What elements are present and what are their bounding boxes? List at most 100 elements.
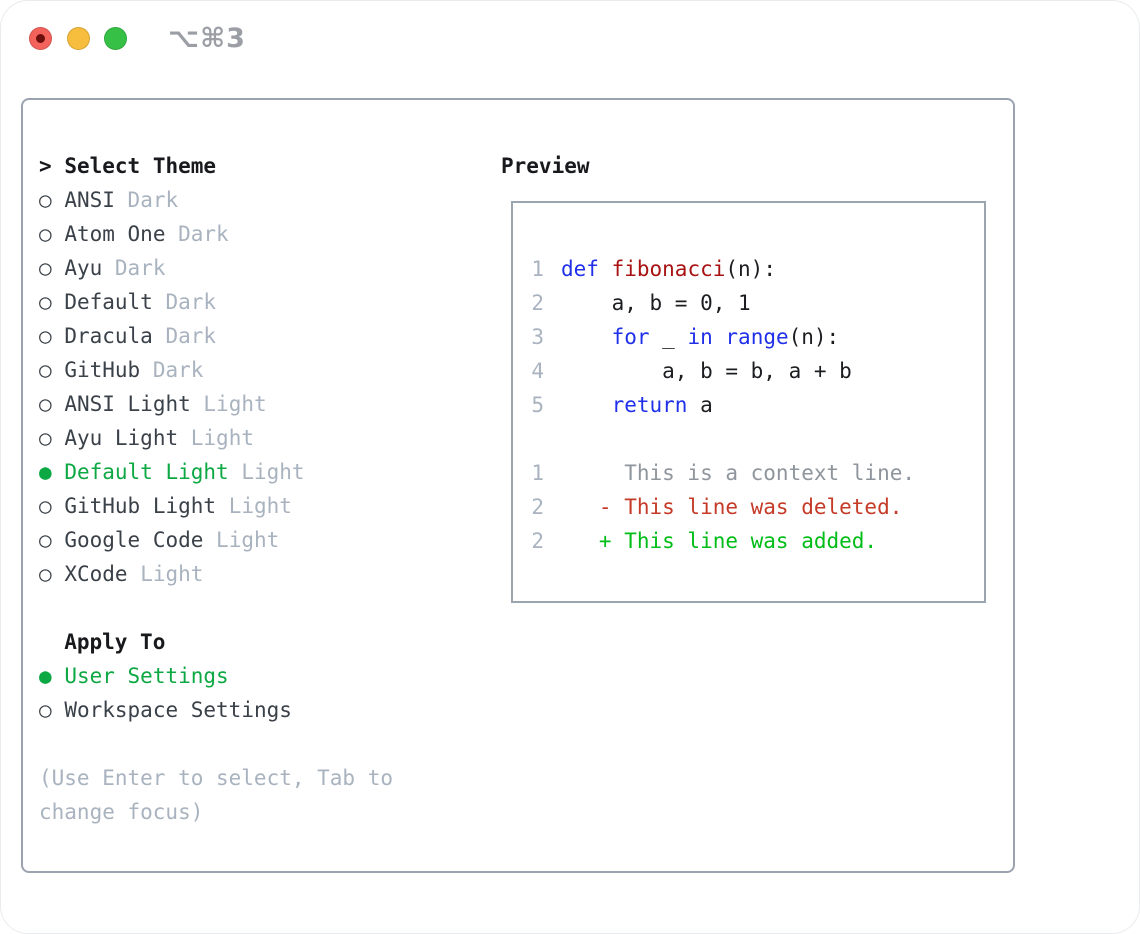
diff-deleted-line: 2 - This line was deleted.	[513, 490, 984, 524]
line-content: a, b = b, a + b	[561, 359, 852, 383]
keyboard-shortcut-label: ⌥⌘3	[168, 23, 246, 54]
radio-unselected-icon: ○	[39, 698, 52, 722]
theme-option-google-code[interactable]: ○ Google Code Light	[39, 523, 479, 557]
line-number: 1	[531, 257, 544, 281]
radio-unselected-icon: ○	[39, 562, 52, 586]
radio-unselected-icon: ○	[39, 392, 52, 416]
radio-unselected-icon: ○	[39, 494, 52, 518]
theme-variant-tag: Light	[228, 494, 292, 518]
radio-unselected-icon: ○	[39, 256, 52, 280]
line-number: 2	[531, 291, 544, 315]
theme-option-default-light[interactable]: ● Default Light Light	[39, 455, 479, 489]
unsaved-dot-icon	[36, 34, 45, 43]
theme-name: Default Light	[64, 460, 229, 484]
minimize-button[interactable]	[67, 27, 90, 50]
theme-variant-tag: Dark	[114, 256, 166, 280]
line-number: 5	[531, 393, 544, 417]
line-content: return a	[611, 393, 713, 417]
radio-selected-icon: ●	[39, 460, 52, 484]
theme-variant-tag: Dark	[165, 324, 217, 348]
theme-option-dracula[interactable]: ○ Dracula Dark	[39, 319, 479, 353]
theme-option-github-light[interactable]: ○ GitHub Light Light	[39, 489, 479, 523]
apply-option-workspace-settings[interactable]: ○ Workspace Settings	[39, 693, 479, 727]
theme-name: Dracula	[64, 324, 153, 348]
theme-variant-tag: Dark	[152, 358, 204, 382]
apply-to-header: Apply To	[64, 630, 166, 654]
line-content: - This line was deleted.	[561, 495, 903, 519]
theme-name: Google Code	[64, 528, 204, 552]
apply-option-label: User Settings	[64, 664, 229, 688]
radio-unselected-icon: ○	[39, 222, 52, 246]
radio-selected-icon: ●	[39, 664, 52, 688]
theme-option-ansi-light[interactable]: ○ ANSI Light Light	[39, 387, 479, 421]
line-content: + This line was added.	[561, 529, 878, 553]
theme-name: GitHub	[64, 358, 141, 382]
theme-name: Ayu Light	[64, 426, 179, 450]
theme-selection-column: > Select Theme ○ ANSI Dark○ Atom One Dar…	[39, 149, 479, 829]
theme-name: GitHub Light	[64, 494, 217, 518]
radio-unselected-icon: ○	[39, 358, 52, 382]
diff-added-line: 2 + This line was added.	[513, 524, 984, 558]
code-line: 1 def fibonacci(n):	[513, 252, 984, 286]
theme-name: Ayu	[64, 256, 103, 280]
theme-variant-tag: Light	[216, 528, 280, 552]
code-line: 5 return a	[513, 388, 984, 422]
theme-variant-tag: Light	[241, 460, 305, 484]
theme-variant-tag: Light	[190, 426, 254, 450]
theme-option-ayu[interactable]: ○ Ayu Dark	[39, 251, 479, 285]
diff-context-line: 1 This is a context line.	[513, 456, 984, 490]
titlebar: ⌥⌘3	[1, 1, 1139, 98]
apply-option-user-settings[interactable]: ● User Settings	[39, 659, 479, 693]
theme-list: ○ ANSI Dark○ Atom One Dark○ Ayu Dark○ De…	[39, 183, 479, 591]
close-button[interactable]	[29, 27, 52, 50]
line-content: for _ in range(n):	[611, 325, 840, 349]
line-number: 2	[531, 529, 544, 553]
theme-variant-tag: Light	[203, 392, 267, 416]
theme-name: XCode	[64, 562, 128, 586]
radio-unselected-icon: ○	[39, 528, 52, 552]
zoom-button[interactable]	[104, 27, 127, 50]
theme-picker-panel: > Select Theme ○ ANSI Dark○ Atom One Dar…	[21, 98, 1015, 873]
theme-name: Default	[64, 290, 153, 314]
theme-name: Atom One	[64, 222, 166, 246]
select-theme-title: Select Theme	[64, 154, 217, 178]
theme-name: ANSI	[64, 188, 115, 212]
preview-header: Preview	[501, 154, 590, 178]
select-theme-header: > Select Theme	[39, 149, 479, 183]
theme-option-ayu-light[interactable]: ○ Ayu Light Light	[39, 421, 479, 455]
theme-variant-tag: Dark	[127, 188, 179, 212]
line-content: a, b = 0, 1	[561, 291, 751, 315]
line-content: def fibonacci(n):	[561, 257, 776, 281]
radio-unselected-icon: ○	[39, 426, 52, 450]
hint-text: (Use Enter to select, Tab to change focu…	[39, 766, 394, 824]
spacer	[39, 591, 479, 625]
cursor-indicator: >	[39, 154, 52, 178]
theme-variant-tag: Dark	[178, 222, 229, 246]
radio-unselected-icon: ○	[39, 188, 52, 212]
code-line: 2 a, b = 0, 1	[513, 286, 984, 320]
radio-unselected-icon: ○	[39, 290, 52, 314]
line-number: 4	[531, 359, 544, 383]
line-number: 3	[531, 325, 544, 349]
theme-option-ansi[interactable]: ○ ANSI Dark	[39, 183, 479, 217]
theme-name: ANSI Light	[64, 392, 191, 416]
theme-option-atom-one[interactable]: ○ Atom One Dark	[39, 217, 479, 251]
theme-variant-tag: Dark	[165, 290, 217, 314]
theme-variant-tag: Light	[140, 562, 204, 586]
radio-unselected-icon: ○	[39, 324, 52, 348]
theme-option-xcode[interactable]: ○ XCode Light	[39, 557, 479, 591]
theme-option-github[interactable]: ○ GitHub Dark	[39, 353, 479, 387]
code-line: 4 a, b = b, a + b	[513, 354, 984, 388]
code-line: 3 for _ in range(n):	[513, 320, 984, 354]
line-number: 2	[531, 495, 544, 519]
line-content: This is a context line.	[561, 461, 916, 485]
line-number: 1	[531, 461, 544, 485]
theme-option-default[interactable]: ○ Default Dark	[39, 285, 479, 319]
blank-line	[513, 422, 984, 456]
line-number	[513, 422, 544, 456]
apply-to-list: ● User Settings○ Workspace Settings	[39, 659, 479, 727]
